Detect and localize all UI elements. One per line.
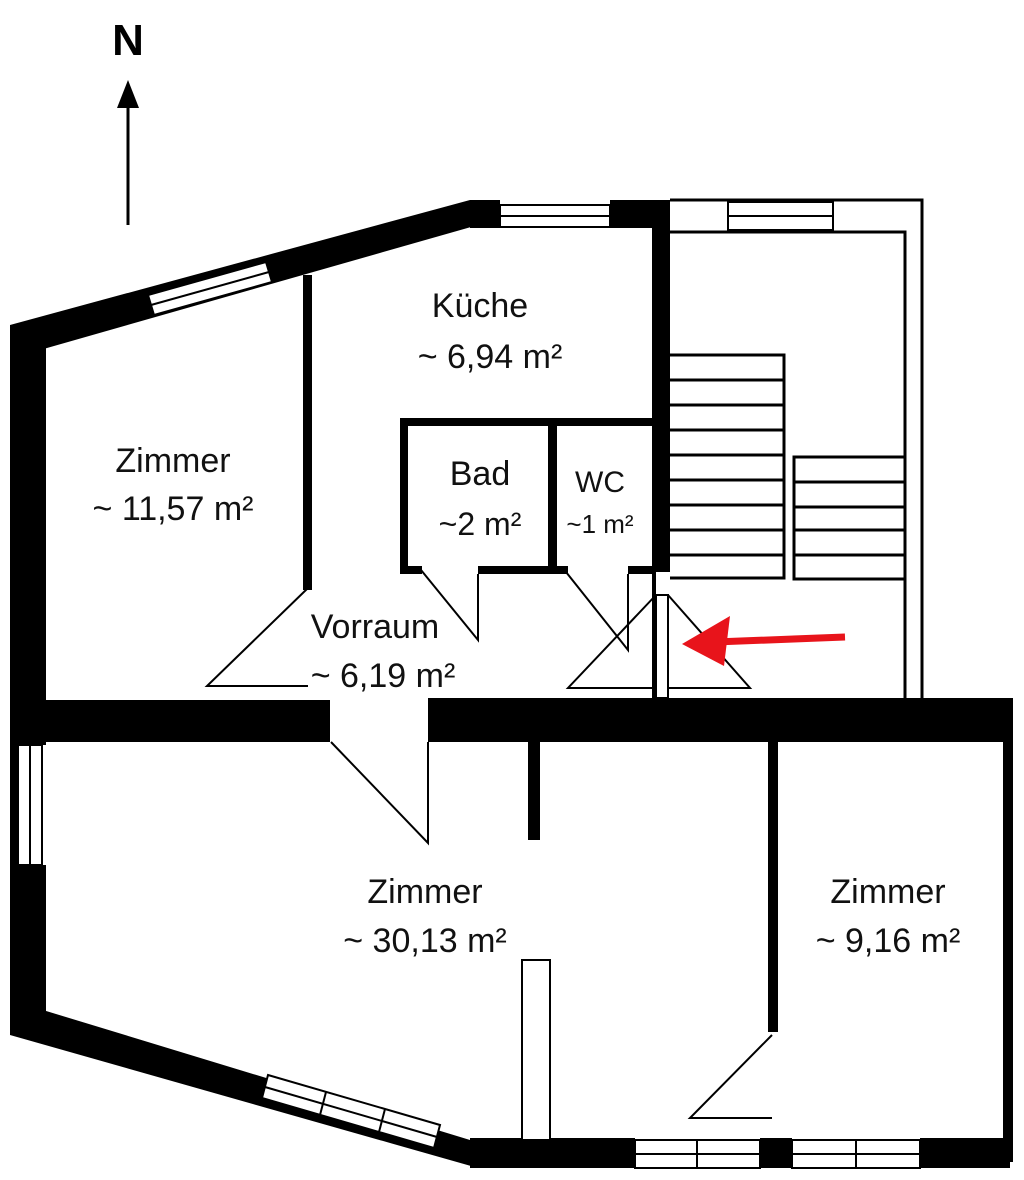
interior-walls: [302, 275, 778, 1141]
room-small-west-name: Zimmer: [115, 442, 230, 480]
room-labels: Küche ~ 6,94 m² Zimmer ~ 11,57 m² Bad ~2…: [93, 287, 961, 960]
compass: N: [112, 16, 144, 225]
wc-area: ~1 m²: [566, 509, 634, 539]
wc-name: WC: [575, 466, 625, 499]
hall-name: Vorraum: [311, 608, 440, 646]
bath-name: Bad: [450, 455, 511, 493]
room-large-area: ~ 30,13 m²: [343, 922, 506, 960]
kitchen-name: Küche: [432, 287, 528, 325]
door-swings: [204, 569, 773, 1119]
compass-label: N: [112, 16, 144, 65]
stairwell: [670, 198, 924, 698]
hall-area: ~ 6,19 m²: [311, 657, 456, 695]
windows: [17, 204, 921, 1169]
bath-area: ~2 m²: [439, 506, 522, 542]
room-small-west-area: ~ 11,57 m²: [93, 490, 254, 528]
kitchen-area: ~ 6,94 m²: [418, 338, 563, 376]
room-large-name: Zimmer: [367, 873, 482, 911]
entrance-arrow-icon: [682, 616, 846, 666]
room-east-name: Zimmer: [830, 873, 945, 911]
north-arrow-icon: [117, 80, 139, 225]
room-east-area: ~ 9,16 m²: [816, 922, 961, 960]
